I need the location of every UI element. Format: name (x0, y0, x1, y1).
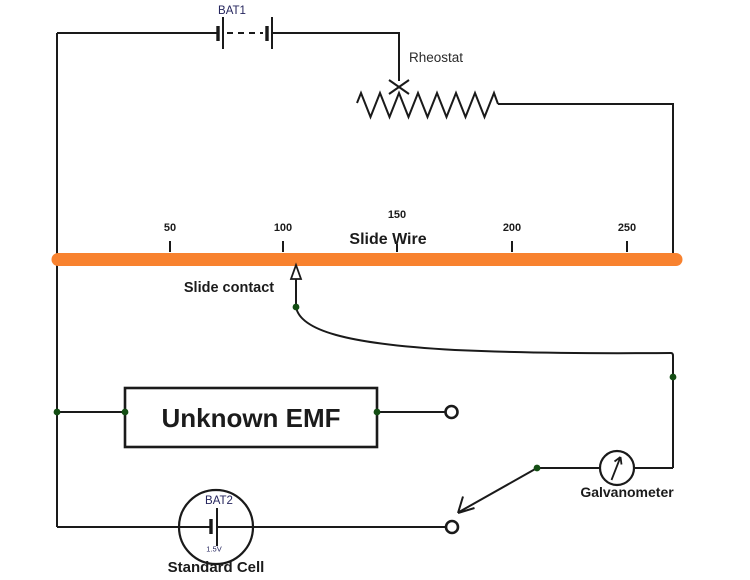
standard-cell-label: Standard Cell (168, 559, 265, 576)
bat1-symbol (216, 17, 273, 49)
wire-slide-contact-curve (295, 306, 674, 468)
rheostat-wiper-icon (388, 79, 410, 95)
bat2-value: 1.5V (206, 545, 221, 554)
junction-dot (292, 303, 300, 311)
bat2-symbol (180, 508, 445, 546)
slide-contact-arrow-icon (289, 262, 303, 280)
tick-label-250: 250 (618, 222, 636, 234)
wire-top-right (272, 32, 400, 81)
tick-label-100: 100 (274, 222, 292, 234)
tick-label-50: 50 (164, 222, 176, 234)
unknown-emf-label: Unknown EMF (161, 403, 340, 433)
wire-rheostat-to-slidewire (498, 103, 674, 256)
junction-dot (121, 408, 129, 416)
slide-wire-label: Slide Wire (349, 231, 426, 248)
emf-terminal-icon (444, 404, 459, 420)
tick-label-150: 150 (388, 209, 406, 221)
slide-contact-label: Slide contact (184, 280, 274, 296)
unknown-emf-box (123, 386, 379, 449)
junction-dots (53, 303, 677, 472)
galvanometer-needle-icon (610, 456, 623, 481)
bat2-label: BAT2 (205, 495, 233, 507)
switch-blade-icon (457, 467, 538, 514)
junction-dot (533, 464, 541, 472)
slide-wire-scale: 50 100 150 200 250 (164, 209, 636, 252)
rheostat-symbol (356, 79, 499, 120)
galvanometer-label: Galvanometer (580, 484, 674, 500)
junction-dot (53, 408, 61, 416)
switch-terminal-icon (444, 519, 460, 535)
bat1-label: BAT1 (218, 5, 246, 17)
junction-dot (669, 373, 677, 381)
rheostat-zigzag (356, 90, 499, 120)
slide-contact-symbol (289, 262, 303, 305)
tick-label-200: 200 (503, 222, 521, 234)
rheostat-label: Rheostat (409, 50, 463, 65)
junction-dot (373, 408, 381, 416)
